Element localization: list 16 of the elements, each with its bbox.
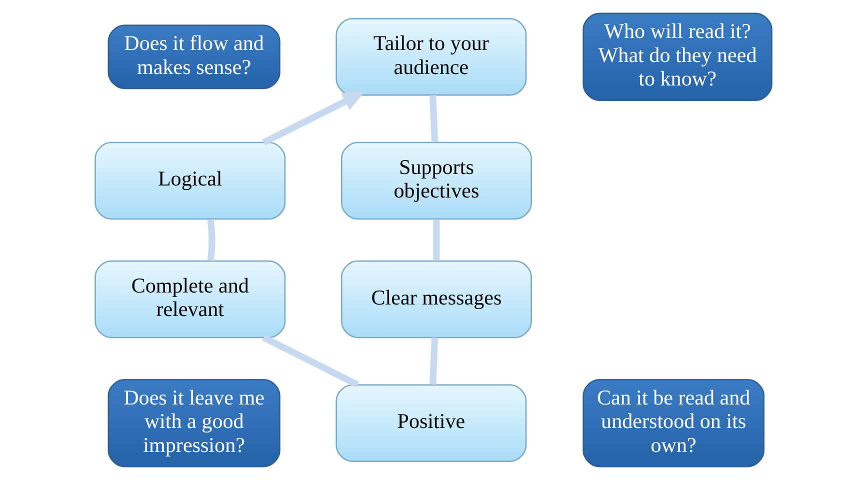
arrow — [262, 92, 365, 146]
node-box: Clear messages — [340, 260, 532, 338]
connector — [207, 218, 216, 262]
node-box: Tailor to your audience — [336, 18, 527, 96]
connector — [262, 334, 360, 388]
node-box: Supports objectives — [340, 142, 532, 220]
node-box: Can it be read and understood on its own? — [582, 378, 764, 468]
node-box: Does it flow and makes sense? — [108, 24, 280, 90]
connector — [433, 219, 440, 261]
connector — [430, 95, 438, 142]
node-box: Does it leave me with a good impression? — [108, 378, 280, 468]
node-box: Who will read it? What do they need to know? — [582, 12, 772, 102]
connector — [430, 337, 438, 385]
node-box: Logical — [94, 142, 286, 220]
node-box: Complete and relevant — [94, 260, 286, 338]
node-box: Positive — [336, 384, 527, 462]
